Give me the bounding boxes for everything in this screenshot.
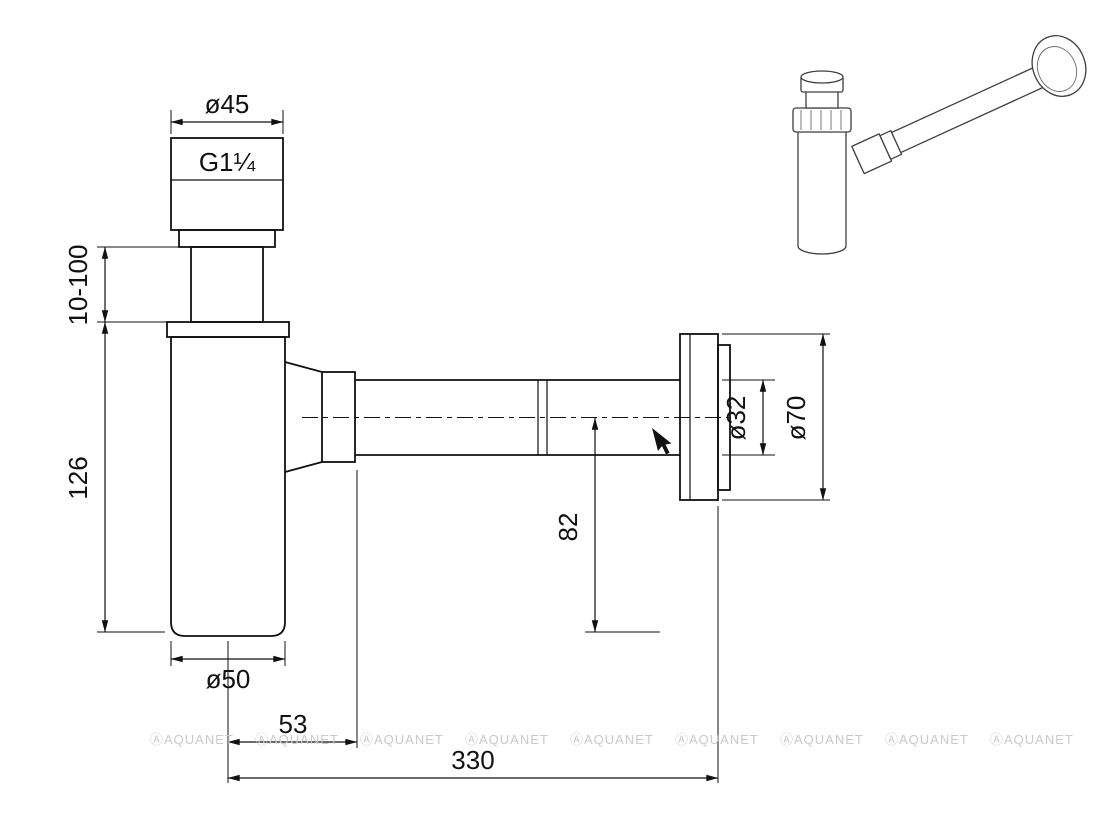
product-top-nut (792, 107, 852, 133)
watermark: ⒶAQUANET (150, 732, 234, 747)
dim-label-flange-diameter: ø70 (781, 396, 811, 441)
product-bottle-body (797, 130, 847, 255)
product-wall-flange-inner (1036, 46, 1078, 92)
watermark: ⒶAQUANET (675, 732, 759, 747)
dim-label-pipe-diameter: ø32 (721, 396, 751, 441)
elbow-top-edge (284, 361, 323, 373)
watermark: ⒶAQUANET (360, 732, 444, 747)
watermark: ⒶAQUANET (780, 732, 864, 747)
dimension-body-height: 126 (63, 321, 165, 633)
dim-label-overall-length: 330 (451, 745, 494, 775)
dimension-outlet-drop: 82 (553, 417, 660, 633)
product-compression-nut (851, 133, 893, 175)
product-wall-flange (1031, 35, 1087, 97)
inlet-collar (178, 229, 276, 248)
watermark-row: ⒶAQUANET ⒶAQUANET ⒶAQUANET ⒶAQUANET ⒶAQU… (150, 732, 1074, 747)
body-flange (166, 321, 290, 338)
dimension-adjustable-height: 10-100 (63, 245, 183, 326)
dimension-flange-diameter: ø70 (722, 333, 830, 501)
dim-label-inlet-diameter: ø45 (205, 89, 250, 119)
dim-label-elbow-offset: 53 (279, 709, 308, 739)
elbow-bottom-edge (284, 461, 323, 473)
product-top-opening (800, 70, 844, 84)
product-illustration (792, 35, 1087, 255)
product-neck (805, 89, 839, 109)
dimension-overall-length: 330 (227, 506, 719, 783)
siphon-outline (166, 137, 735, 637)
dim-label-body-height: 126 (63, 456, 93, 499)
dimension-pipe-diameter: ø32 (721, 379, 775, 456)
watermark: ⒶAQUANET (990, 732, 1074, 747)
dimension-inlet-diameter: ø45 (170, 89, 284, 134)
bottle-body (170, 336, 286, 637)
watermark: ⒶAQUANET (465, 732, 549, 747)
watermark: ⒶAQUANET (255, 732, 339, 747)
dim-label-thread: G1¼ (199, 147, 256, 177)
watermark: ⒶAQUANET (885, 732, 969, 747)
tail-pipe (190, 246, 264, 323)
dim-label-outlet-drop: 82 (553, 513, 583, 542)
dimension-elbow-offset: 53 (227, 470, 358, 783)
cursor-arrow-icon (652, 428, 672, 455)
watermark: ⒶAQUANET (570, 732, 654, 747)
dim-label-adjustable-height: 10-100 (63, 245, 93, 326)
